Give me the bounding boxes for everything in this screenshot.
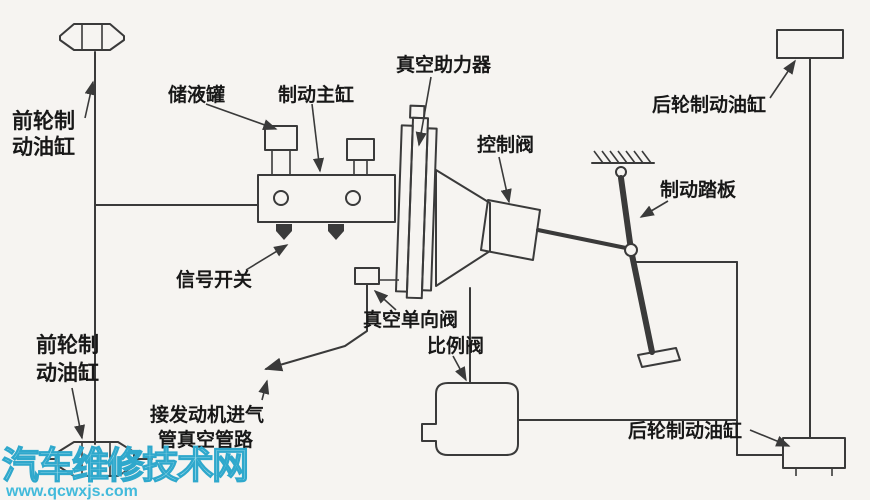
label-engine-intake-line2: 管真空管路 — [158, 428, 254, 451]
pushrod — [536, 228, 628, 250]
label-brake-pedal: 制动踏板 — [660, 178, 737, 201]
rear-wheel-cylinder-top — [776, 29, 844, 59]
label-proportional-valve: 比例阀 — [427, 334, 484, 357]
reservoir-tank-2 — [346, 138, 375, 175]
label-vacuum-booster: 真空助力器 — [396, 53, 492, 76]
label-front-cylinder-bottom-line2: 动油缸 — [36, 361, 99, 385]
front-wheel-cylinder-top — [59, 23, 125, 51]
watermark-site-url: www.qcwxjs.com — [5, 483, 138, 500]
brake-master-cylinder-body — [257, 174, 396, 223]
label-front-cylinder-top-line2: 动油缸 — [12, 135, 75, 159]
proportional-valve-unit — [421, 382, 519, 456]
vacuum-hose-to-engine — [264, 283, 368, 372]
brake-pedal-assembly — [591, 150, 681, 368]
label-front-cylinder-top-line1: 前轮制 — [12, 109, 75, 133]
label-vacuum-check-valve: 真空单向阀 — [363, 308, 458, 331]
label-control-valve: 控制阀 — [477, 133, 534, 156]
control-valve-unit — [480, 199, 541, 261]
vacuum-booster-unit — [394, 104, 438, 300]
label-master-cylinder: 制动主缸 — [278, 83, 354, 106]
hydraulic-pipes — [94, 51, 811, 456]
label-front-cylinder-bottom-line1: 前轮制 — [36, 333, 99, 357]
booster-cone — [435, 169, 491, 287]
reservoir-tank — [264, 125, 298, 175]
rear-wheel-cylinder-bottom — [782, 437, 846, 476]
label-reservoir: 储液罐 — [168, 83, 225, 106]
front-wheel-cylinder-bottom — [45, 441, 153, 477]
watermark-site-name: 汽车维修技术网 — [2, 445, 247, 486]
label-engine-intake-line1: 接发动机进气 — [150, 403, 264, 426]
signal-switches — [276, 224, 344, 240]
label-signal-switch: 信号开关 — [176, 268, 252, 291]
label-rear-cylinder-top: 后轮制动油缸 — [652, 93, 766, 116]
leader-lines — [71, 59, 796, 447]
vacuum-check-valve-unit — [354, 267, 399, 285]
label-rear-cylinder-bottom: 后轮制动油缸 — [628, 419, 742, 442]
